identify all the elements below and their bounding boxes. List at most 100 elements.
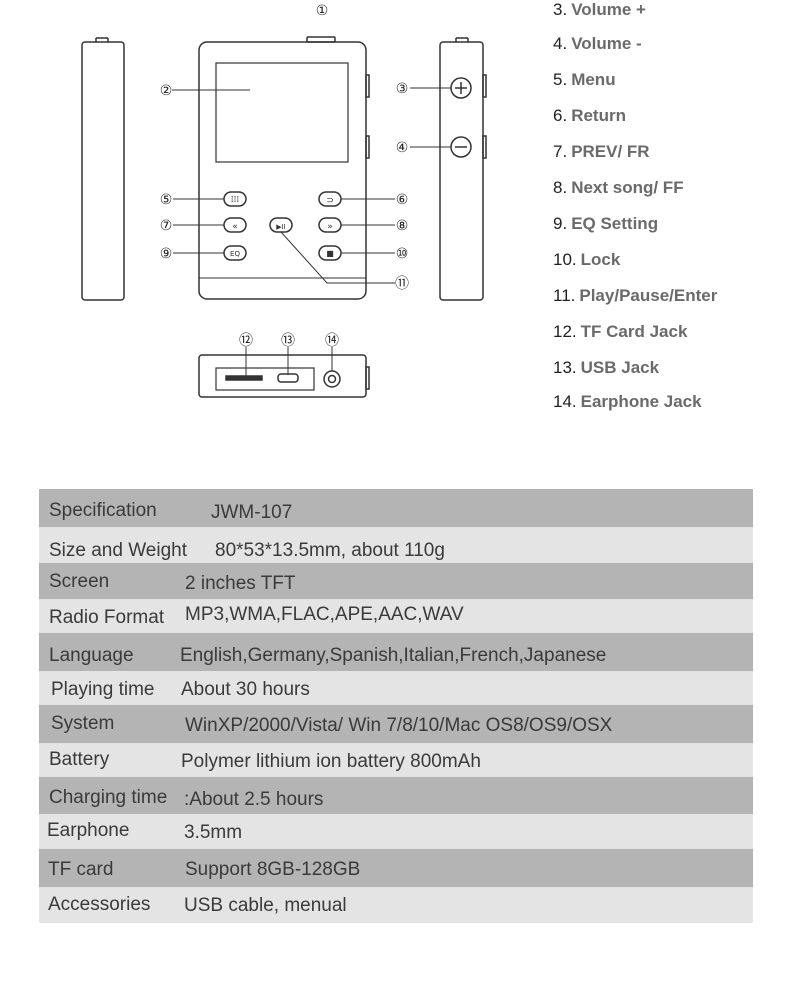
feature-label: USB Jack (580, 358, 660, 377)
callout-7: ⑦ (160, 218, 173, 234)
feature-number: 5. (553, 70, 568, 89)
table-row: Size and Weight 80*53*13.5mm, about 110g (39, 527, 753, 563)
table-row: Battery Polymer lithium ion battery 800mA… (39, 743, 753, 777)
callout-5: ⑤ (160, 192, 173, 208)
menu-grid-icon: ⁞⁞⁞ (231, 195, 240, 205)
front-view-top-button (306, 36, 336, 43)
table-row: Earphone 3.5mm (39, 814, 753, 849)
feature-label: PREV/ FR (571, 142, 650, 161)
screen (215, 62, 349, 163)
feature-number: 4. (553, 34, 568, 53)
feature-label: Play/Pause/Enter (579, 286, 718, 305)
return-arrow-icon: ⊃ (326, 196, 334, 206)
right-side-view (439, 41, 484, 301)
feature-number: 11. (553, 286, 576, 305)
table-row: Charging time :About 2.5 hours (39, 777, 753, 814)
table-row: Radio Format MP3,WMA,FLAC,APE,AAC,WAV (39, 599, 753, 633)
feature-label: Return (571, 106, 626, 125)
feature-item: 5.Menu (553, 70, 616, 90)
feature-item: 6.Return (553, 106, 626, 126)
spec-value: About 30 hours (181, 679, 310, 700)
callout-6: ⑥ (396, 192, 409, 208)
device-diagram: ⁞⁞⁞ ⊃ « ▶II » EQ ■ ① ② ③ ④ ⑤ ⑥ ⑦ ⑧ ⑨ ⑩ ⑪… (81, 3, 487, 398)
feature-item: 12.TF Card Jack (553, 322, 687, 342)
left-side-view (81, 41, 125, 301)
spec-value: 2 inches TFT (185, 573, 296, 594)
table-row: System WinXP/2000/Vista/ Win 7/8/10/Mac O… (39, 705, 753, 743)
front-view-body (198, 41, 367, 300)
feature-number: 8. (553, 178, 568, 197)
spec-key: Size and Weight (49, 540, 188, 561)
feature-item: 14.Earphone Jack (553, 392, 702, 412)
feature-label: Next song/ FF (571, 178, 684, 197)
spec-value: :About 2.5 hours (184, 789, 324, 810)
rewind-icon: « (232, 222, 238, 232)
table-row: Specification JWM-107 (39, 489, 753, 527)
bottom-view (198, 354, 367, 398)
feature-number: 14. (553, 392, 577, 411)
feature-number: 3. (553, 0, 568, 19)
table-row: Accessories USB cable, menual (39, 887, 753, 923)
tf-card-slot-icon (225, 375, 263, 381)
callout-3: ③ (396, 81, 409, 97)
feature-label: TF Card Jack (580, 322, 688, 341)
callout-14: ⑭ (325, 333, 339, 349)
spec-value: 80*53*13.5mm, about 110g (215, 540, 445, 561)
spec-value: WinXP/2000/Vista/ Win 7/8/10/Mac OS8/OS9… (185, 715, 613, 736)
play-pause-icon: ▶II (276, 223, 286, 231)
callout-11: ⑪ (395, 276, 409, 292)
callout-12: ⑫ (239, 333, 253, 349)
feature-item: 9.EQ Setting (553, 214, 658, 234)
callout-10: ⑩ (396, 246, 409, 262)
table-row: Playing time About 30 hours (39, 671, 753, 705)
feature-item: 11.Play/Pause/Enter (553, 286, 717, 306)
feature-item: 13.USB Jack (553, 358, 659, 378)
usb-port-icon (277, 373, 299, 383)
spec-value: Support 8GB-128GB (185, 859, 361, 880)
fast-forward-icon: » (327, 222, 333, 232)
feature-label: EQ Setting (571, 214, 659, 233)
spec-value: USB cable, menual (184, 895, 347, 916)
spec-key: Battery (49, 749, 110, 770)
table-row: Screen 2 inches TFT (39, 563, 753, 599)
feature-item: 10.Lock (553, 250, 620, 270)
spec-value: 3.5mm (184, 822, 243, 843)
callout-13: ⑬ (281, 333, 295, 349)
feature-label: Lock (580, 250, 621, 269)
feature-number: 6. (553, 106, 568, 125)
spec-key: Radio Format (49, 607, 165, 628)
callout-1: ① (316, 3, 329, 19)
feature-number: 13. (553, 358, 577, 377)
callout-4: ④ (396, 140, 409, 156)
feature-label: Earphone Jack (580, 392, 702, 411)
spec-key: Charging time (49, 787, 168, 808)
feature-number: 9. (553, 214, 568, 233)
callout-9: ⑨ (160, 246, 173, 262)
feature-item: 8.Next song/ FF (553, 178, 684, 198)
spec-key: Playing time (51, 679, 155, 700)
spec-value: English,Germany,Spanish,Italian,French,J… (180, 645, 607, 666)
lock-icon: ■ (326, 249, 334, 258)
feature-number: 10. (553, 250, 577, 269)
feature-label: Volume + (571, 0, 646, 19)
spec-key: Accessories (48, 894, 151, 915)
spec-value: JWM-107 (211, 502, 293, 523)
feature-number: 12. (553, 322, 577, 341)
feature-label: Menu (571, 70, 616, 89)
spec-key: TF card (48, 859, 114, 880)
feature-label: Volume - (571, 34, 642, 53)
spec-key: Language (49, 645, 134, 666)
spec-value: MP3,WMA,FLAC,APE,AAC,WAV (185, 604, 464, 625)
table-row: Language English,Germany,Spanish,Italian,… (39, 633, 753, 671)
callout-8: ⑧ (396, 218, 409, 234)
callout-2: ② (160, 83, 173, 99)
feature-item: 3.Volume + (553, 0, 646, 20)
feature-number: 7. (553, 142, 568, 161)
spec-key: Specification (49, 500, 157, 521)
spec-value: Polymer lithium ion battery 800mAh (181, 751, 481, 772)
spec-key: System (51, 713, 115, 734)
spec-key: Earphone (47, 820, 130, 841)
earphone-jack-icon (323, 370, 341, 388)
spec-key: Screen (49, 571, 110, 592)
eq-label: EQ (230, 250, 240, 258)
